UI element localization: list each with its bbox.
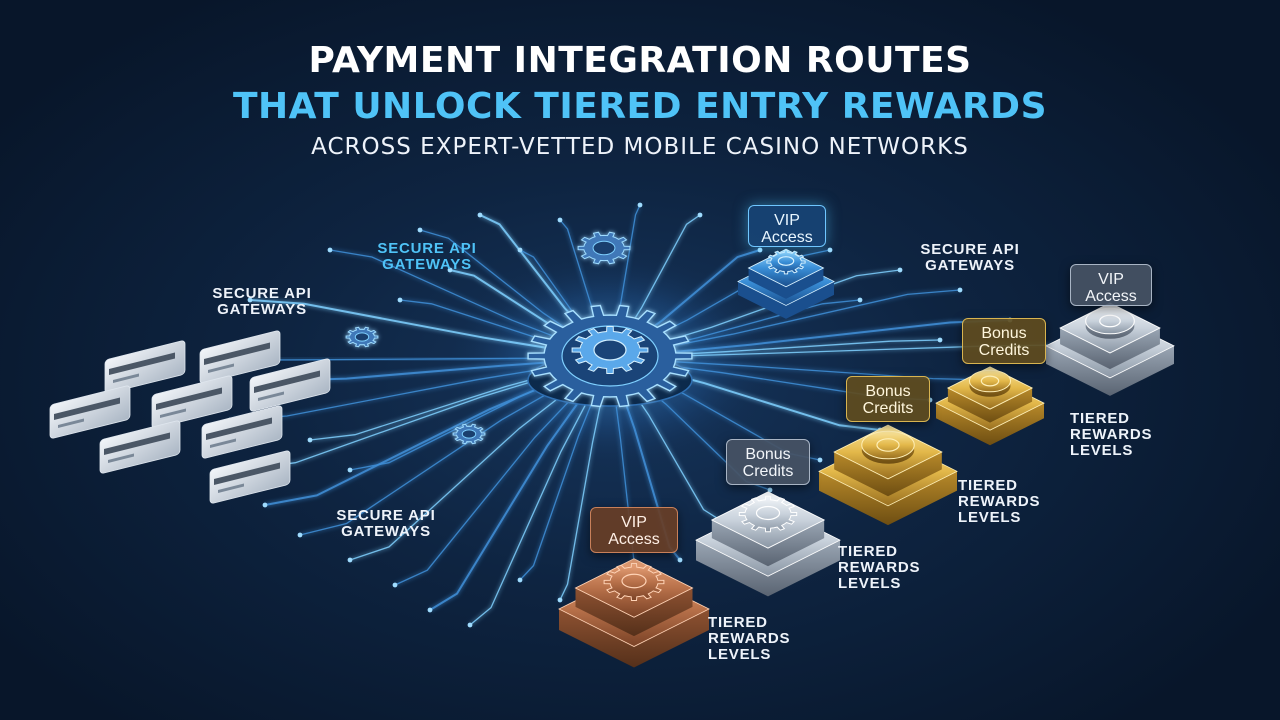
- credit-card-icon: [199, 330, 281, 384]
- trace-node: [767, 487, 773, 493]
- trace-node: [307, 437, 313, 443]
- gateway-label-top-right: SECURE API GATEWAYS: [920, 241, 1020, 274]
- trace-node: [827, 247, 833, 253]
- gear-icon: [766, 249, 806, 275]
- tier-platform: [558, 558, 710, 668]
- trace-node: [347, 557, 353, 563]
- small-gears: [345, 231, 631, 445]
- trace-node: [347, 467, 353, 473]
- trace-node: [677, 557, 683, 563]
- credit-card-icon: [209, 450, 291, 504]
- top-node-vip-sign: VIP Access: [748, 205, 826, 247]
- platform-side: [819, 471, 957, 526]
- platform-side: [711, 520, 825, 567]
- circuit-trace: [609, 357, 991, 381]
- emblem-ring: [1099, 314, 1121, 328]
- trace-node: [327, 247, 333, 253]
- tier1-caption: TIERED REWARDS LEVELS: [708, 614, 791, 663]
- trace-node: [857, 297, 863, 303]
- gear-hole: [354, 332, 370, 342]
- platform-side: [559, 609, 709, 668]
- tier5-vip-sign: VIP Access: [1070, 264, 1152, 306]
- trace-node: [897, 267, 903, 273]
- emblem-ring: [980, 375, 1000, 387]
- credit-card-icon: [249, 358, 331, 412]
- trace-node: [817, 457, 823, 463]
- emblem-ring: [755, 505, 781, 521]
- trace-node: [392, 582, 398, 588]
- trace-node: [247, 297, 253, 303]
- tier3-bonus-sign: Bonus Credits: [846, 376, 930, 422]
- platform-side: [738, 281, 834, 319]
- credit-card-icon: [104, 340, 186, 394]
- credit-card-icon: [99, 420, 181, 474]
- gateway-label-bottom-left: SECURE API GATEWAYS: [336, 507, 436, 540]
- tier-platform: [818, 424, 958, 526]
- tier3-caption: TIERED REWARDS LEVELS: [958, 477, 1041, 526]
- coin-icon: [861, 430, 915, 460]
- platform-side: [696, 540, 840, 597]
- gear-icon: [603, 563, 665, 601]
- trace-node: [427, 607, 433, 613]
- credit-card-icon: [201, 405, 283, 459]
- platform-side: [936, 403, 1044, 446]
- trace-node: [557, 217, 563, 223]
- platform-side: [1046, 345, 1174, 396]
- trace-node: [517, 247, 523, 253]
- tier2-bonus-sign: Bonus Credits: [726, 439, 810, 485]
- trace-node: [697, 212, 703, 218]
- trace-node: [557, 597, 563, 603]
- trace-node: [262, 502, 268, 508]
- tier-platform: [1045, 302, 1175, 396]
- credit-card-icon: [49, 385, 131, 439]
- platform-side: [575, 588, 693, 637]
- tier2-caption: TIERED REWARDS LEVELS: [838, 543, 921, 592]
- coin-icon: [1085, 307, 1135, 335]
- trace-node: [447, 267, 453, 273]
- gateway-label-blue: SECURE API GATEWAYS: [377, 240, 477, 273]
- emblem-ring: [777, 256, 795, 266]
- tier-platforms: [558, 248, 1175, 668]
- credit-card-stack: [49, 330, 331, 504]
- title-line-3: ACROSS EXPERT-VETTED MOBILE CASINO NETWO…: [311, 134, 969, 160]
- tier1-vip-sign: VIP Access: [590, 507, 678, 553]
- emblem-ring: [876, 438, 900, 452]
- platform-side: [1060, 328, 1160, 370]
- central-gear-hub: [527, 304, 693, 408]
- trace-node: [477, 212, 483, 218]
- tier-platform: [737, 248, 835, 319]
- title-line-2: THAT UNLOCK TIERED ENTRY REWARDS: [232, 86, 1047, 127]
- gear-icon: [738, 495, 798, 533]
- trace-node: [517, 577, 523, 583]
- tier4-caption: TIERED REWARDS LEVELS: [1070, 410, 1153, 459]
- tier-platform: [935, 366, 1045, 446]
- tier4-bonus-sign: Bonus Credits: [962, 318, 1046, 364]
- tier-platform: [695, 491, 841, 597]
- gateway-label-left: SECURE API GATEWAYS: [212, 285, 312, 318]
- hub-center: [593, 339, 627, 361]
- trace-node: [297, 532, 303, 538]
- platform-side: [834, 452, 942, 497]
- trace-node: [397, 297, 403, 303]
- trace-node: [757, 247, 763, 253]
- trace-node: [637, 202, 643, 208]
- trace-node: [937, 337, 943, 343]
- gear-hole: [461, 429, 477, 439]
- platform-side: [947, 388, 1033, 423]
- title-line-1: PAYMENT INTEGRATION ROUTES: [308, 40, 972, 81]
- gear-hole: [592, 240, 616, 256]
- platform-side: [748, 268, 824, 299]
- trace-node: [957, 287, 963, 293]
- credit-card-icon: [151, 375, 233, 429]
- trace-node: [467, 622, 473, 628]
- trace-node: [417, 227, 423, 233]
- emblem-ring: [621, 573, 647, 589]
- coin-icon: [968, 369, 1012, 393]
